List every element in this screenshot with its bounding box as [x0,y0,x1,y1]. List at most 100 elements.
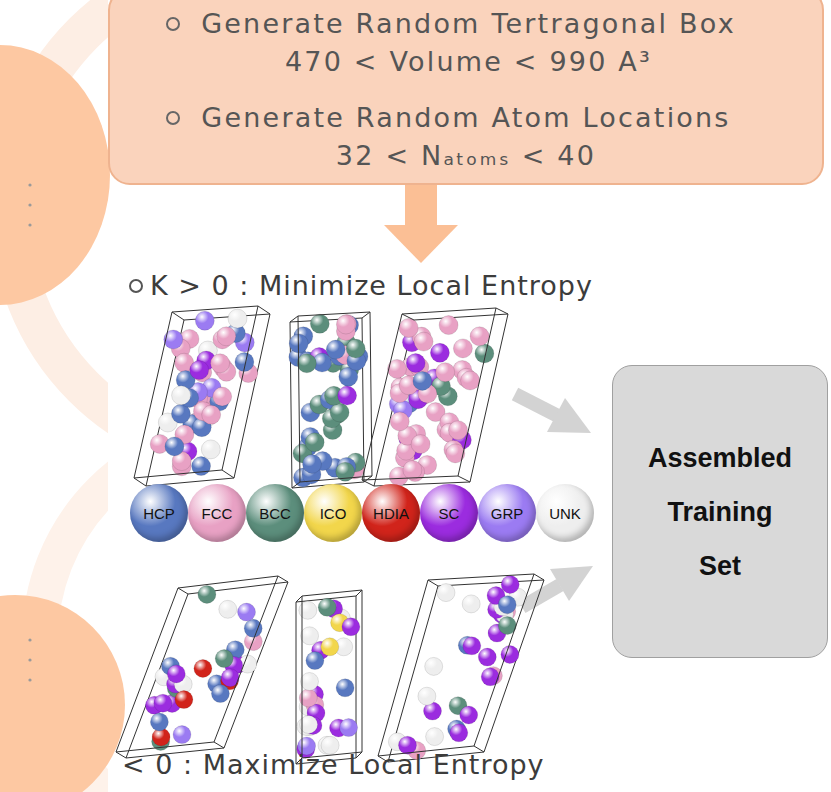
atom [167,665,185,683]
atom [305,433,324,452]
legend-text: HDIA [373,505,409,522]
atom [426,728,444,746]
crystal-cell [378,574,544,762]
atom [463,637,481,655]
legend-text: ICO [320,505,347,522]
step-text: Generate Random Atom Locations 32 < Nₐₜₒ… [198,99,734,175]
atom [306,652,324,670]
atom [190,361,209,380]
atom [461,371,480,390]
atom [498,596,516,614]
atom [318,598,336,616]
atom [217,327,236,346]
atom [201,440,220,459]
atom [390,412,409,431]
legend-swatch: HCP [130,484,188,542]
legend-text: BCC [259,505,291,522]
atom [164,330,183,349]
crystal-cell [362,308,508,486]
bullet-marker [166,111,180,125]
atom [338,386,357,405]
atom [501,576,519,594]
atom [406,354,425,373]
atom [175,691,193,709]
crystal-cells [116,306,544,764]
legend-swatch: BCC [246,484,304,542]
atom [411,435,430,454]
output-text: Assembled Training Set [645,431,795,593]
atom [195,311,214,330]
atom [244,619,262,637]
atom [425,657,443,675]
atom [198,585,216,603]
atom [336,679,354,697]
setup-box: Generate Random Tertragonal Box 470 < Vo… [108,0,824,185]
orange-blob [0,45,110,305]
atom [301,673,319,691]
crystal-cell [134,306,270,486]
atom [165,437,184,456]
legend-text: UNK [549,505,581,522]
legend-swatch: SC [420,484,478,542]
atom [403,461,422,480]
atom [453,339,472,358]
atom [321,638,339,656]
section-label: K > 0 : Minimize Local Entropy [150,269,593,303]
atom [303,454,322,473]
atom [211,685,229,703]
atom [481,668,499,686]
section-label: < 0 : Maximize Local Entropy [122,748,545,782]
atom [399,318,418,337]
atom [173,726,191,744]
atom [470,327,489,346]
atom [228,309,247,328]
output-box: Assembled Training Set [612,365,828,658]
legend-swatch: ICO [304,484,362,542]
atom [437,584,455,602]
atom [150,713,168,731]
atom [413,371,432,390]
legend-text: SC [439,505,460,522]
atom [326,340,345,359]
atom [215,650,233,668]
atom [194,660,212,678]
atom [342,618,360,636]
atom [449,421,468,440]
atom [310,314,329,333]
atom [450,724,468,742]
legend-swatch: FCC [188,484,246,542]
atom [238,603,256,621]
atom [418,687,436,705]
atom [172,386,191,405]
atom [337,314,356,333]
atom [430,343,449,362]
atom [478,648,496,666]
atom [436,363,455,382]
atom [336,315,355,334]
atom [301,627,319,645]
atom [219,600,237,618]
legend-swatch: GRP [478,484,536,542]
atom [213,387,232,406]
atom [202,405,221,424]
bullet-marker [166,17,180,31]
legend-swatch: UNK [536,484,594,542]
atom [346,339,365,358]
bullet-marker [130,280,142,292]
atom [211,354,230,373]
down-arrow [384,185,458,263]
crystal-cell [116,576,288,758]
ellipsis-dots [28,183,31,681]
legend-swatch: HDIA [362,484,420,542]
atom [414,332,433,351]
atom [330,403,349,422]
legend-text: GRP [491,505,524,522]
atom [439,316,458,335]
atom [340,719,358,737]
atom [297,354,316,373]
orange-blob [0,595,125,792]
legend-text: FCC [202,505,233,522]
atom [460,706,478,724]
atom [462,595,480,613]
